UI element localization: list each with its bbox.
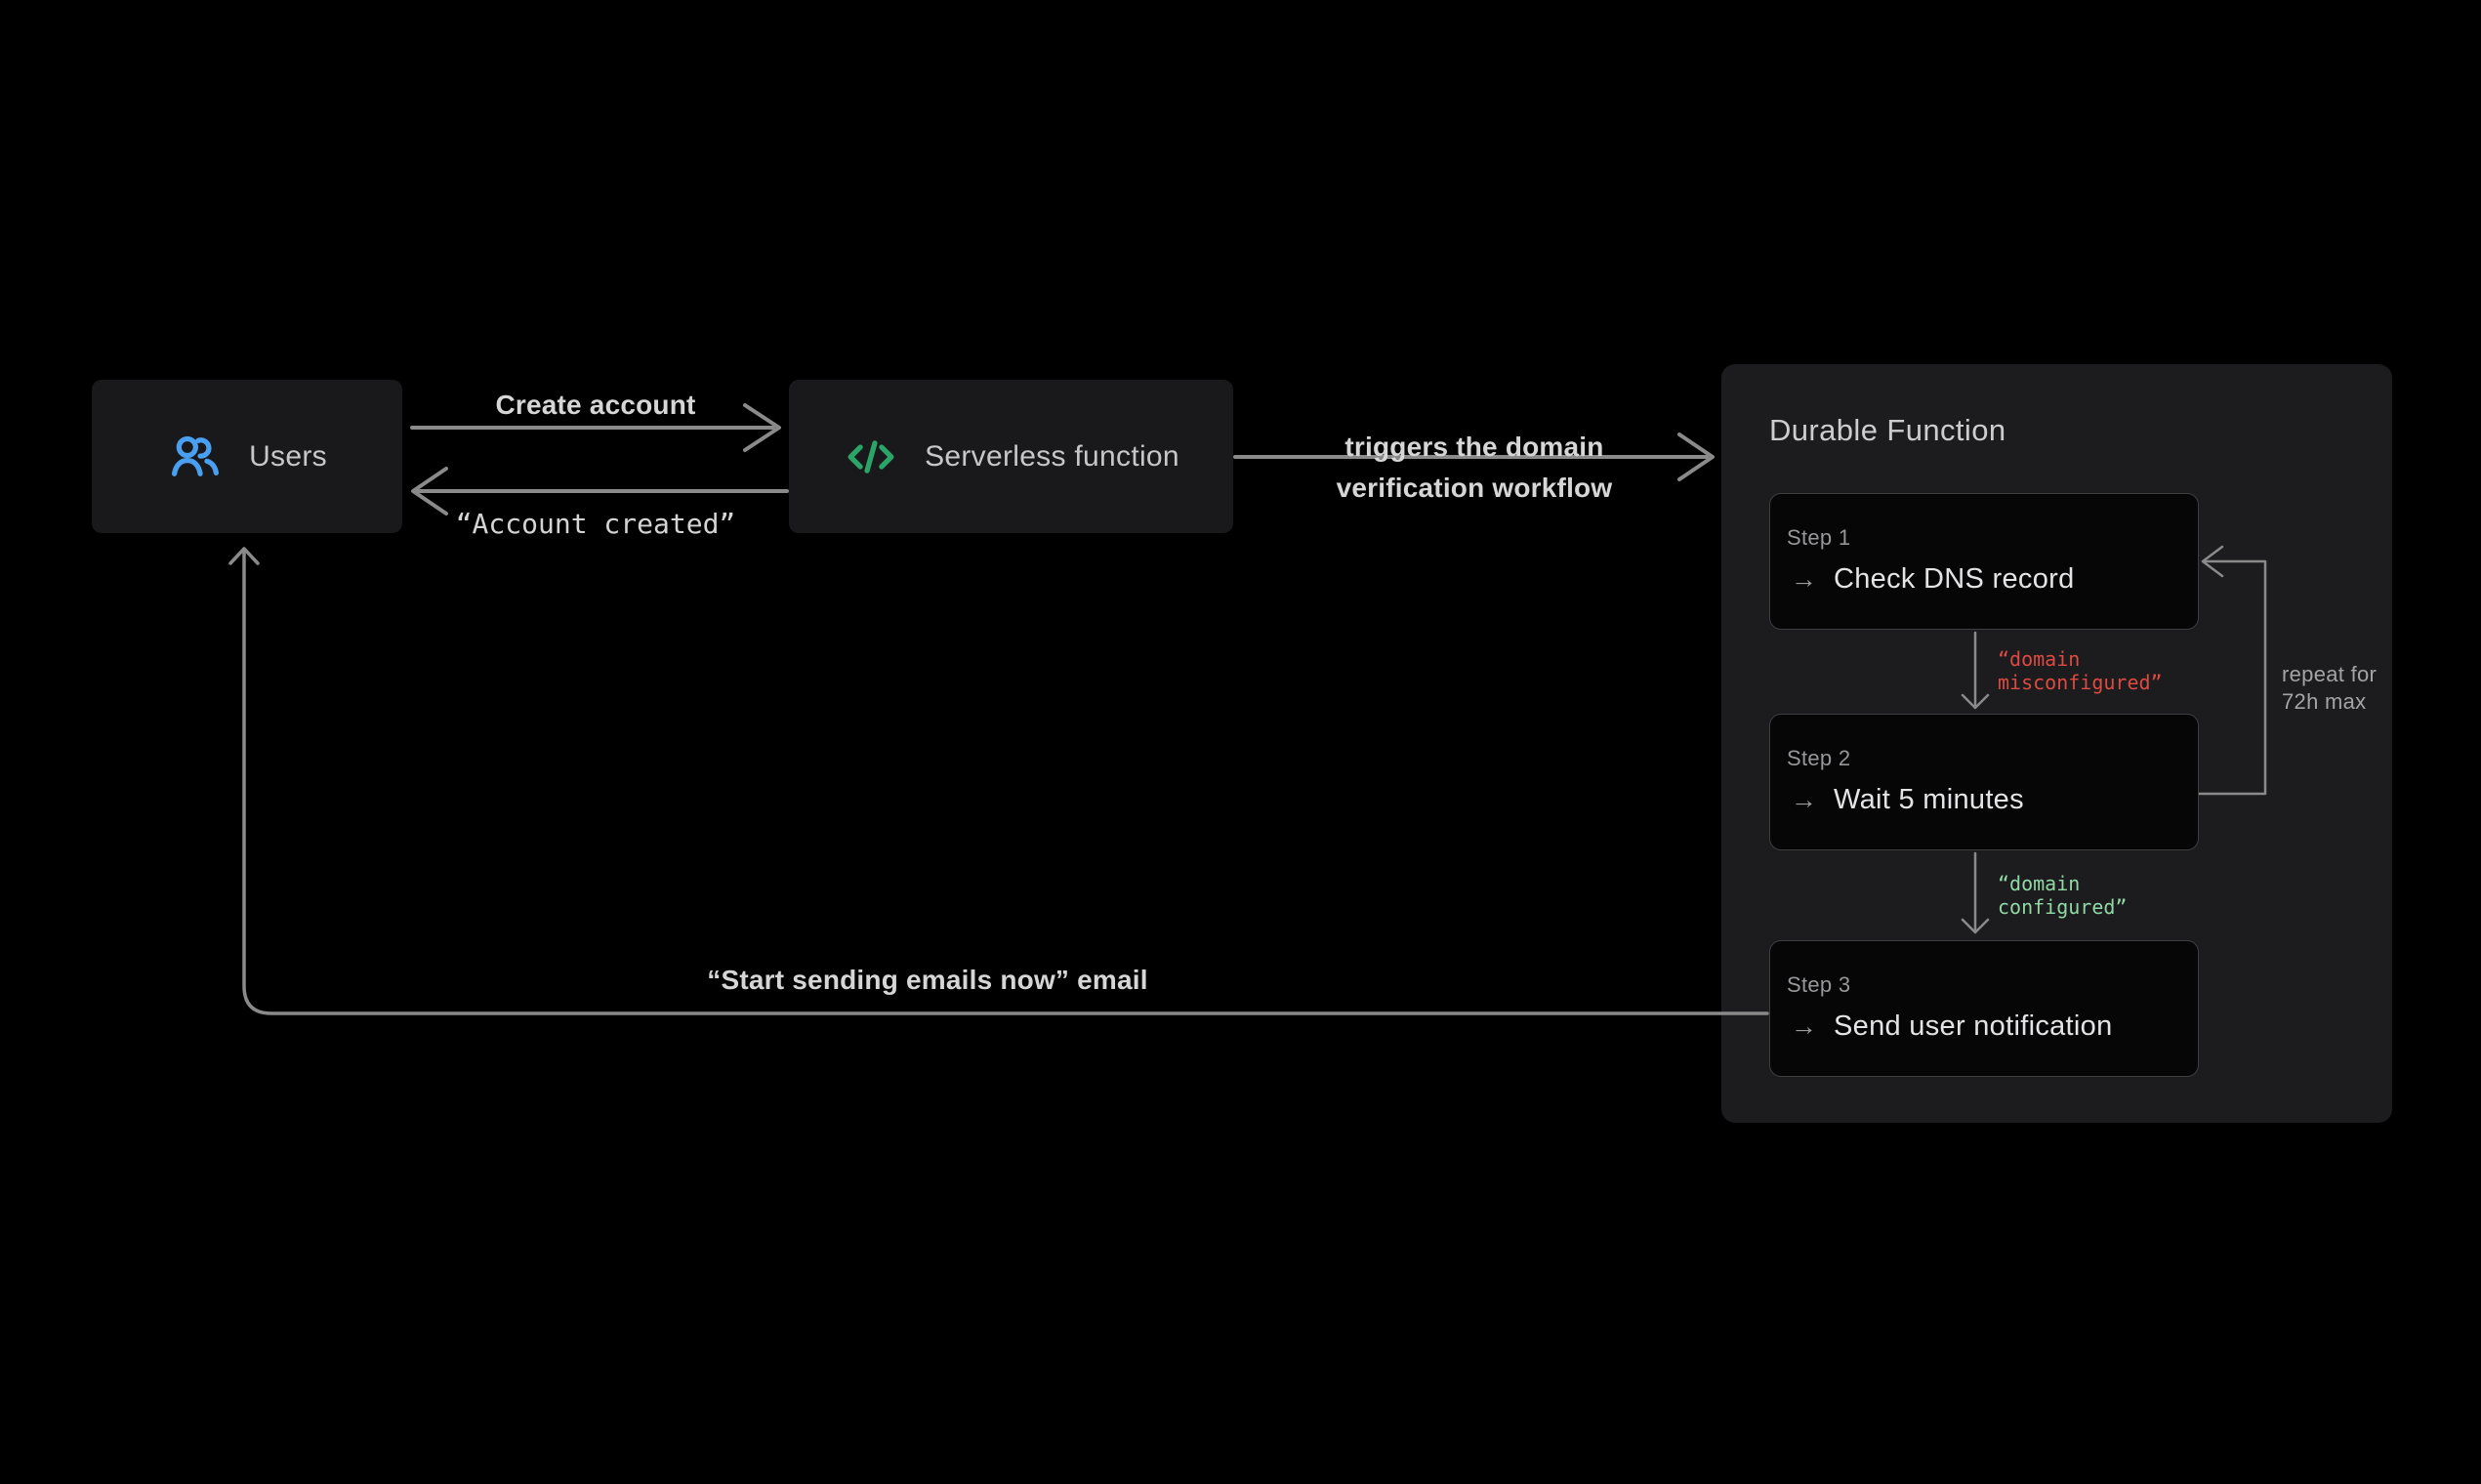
domain-misconfigured-line1: “domain — [1998, 647, 2081, 671]
triggers-workflow-label-line2: verification workflow — [1336, 473, 1613, 503]
create-account-arrow — [410, 403, 781, 452]
serverless-node-label: Serverless function — [925, 439, 1179, 473]
step-1-name: Step 1 — [1787, 525, 1851, 550]
serverless-function-node: Serverless function — [789, 380, 1233, 533]
step-3-action: Send user notification — [1834, 1010, 2113, 1042]
repeat-loop-arrow — [2197, 545, 2267, 796]
domain-configured-line1: “domain — [1998, 872, 2081, 895]
step-2-card: Step 2 → Wait 5 minutes — [1769, 714, 2199, 850]
account-created-label: “Account created” — [455, 508, 736, 540]
users-node: Users — [92, 380, 402, 533]
step-2-name: Step 2 — [1787, 746, 1851, 770]
code-icon — [848, 439, 894, 474]
start-sending-emails-label: “Start sending emails now” email — [707, 965, 1148, 995]
triggers-arrow — [1233, 433, 1715, 481]
create-account-label: Create account — [495, 390, 696, 420]
domain-misconfigured-line2: misconfigured” — [1998, 671, 2163, 694]
durable-function-title: Durable Function — [1769, 413, 2006, 447]
step-2-action: Wait 5 minutes — [1834, 784, 2024, 815]
repeat-loop-label-line2: 72h max — [2282, 689, 2367, 714]
step1-to-step2-arrow — [1961, 631, 1990, 710]
step-1-action: Check DNS record — [1834, 563, 2075, 595]
users-icon — [172, 435, 220, 476]
domain-configured-label: “domain configured” — [1998, 872, 2127, 919]
domain-misconfigured-label: “domain misconfigured” — [1998, 647, 2163, 694]
step-1-card: Step 1 → Check DNS record — [1769, 493, 2199, 630]
users-node-label: Users — [249, 439, 327, 473]
triggers-workflow-label-line1: triggers the domain — [1344, 432, 1604, 462]
triggers-workflow-label: triggers the domain verification workflo… — [1279, 427, 1670, 509]
account-created-arrow — [411, 467, 789, 515]
step2-to-step3-arrow — [1961, 851, 1990, 934]
step-arrow-icon: → — [1791, 1011, 1817, 1041]
step-3-name: Step 3 — [1787, 972, 1851, 997]
step-arrow-icon: → — [1791, 785, 1817, 814]
repeat-loop-label: repeat for 72h max — [2282, 661, 2377, 716]
repeat-loop-label-line1: repeat for — [2282, 662, 2378, 686]
start-sending-arrow — [228, 547, 1769, 1015]
domain-configured-line2: configured” — [1998, 895, 2128, 919]
step-arrow-icon: → — [1791, 564, 1817, 594]
step-3-card: Step 3 → Send user notification — [1769, 940, 2199, 1077]
